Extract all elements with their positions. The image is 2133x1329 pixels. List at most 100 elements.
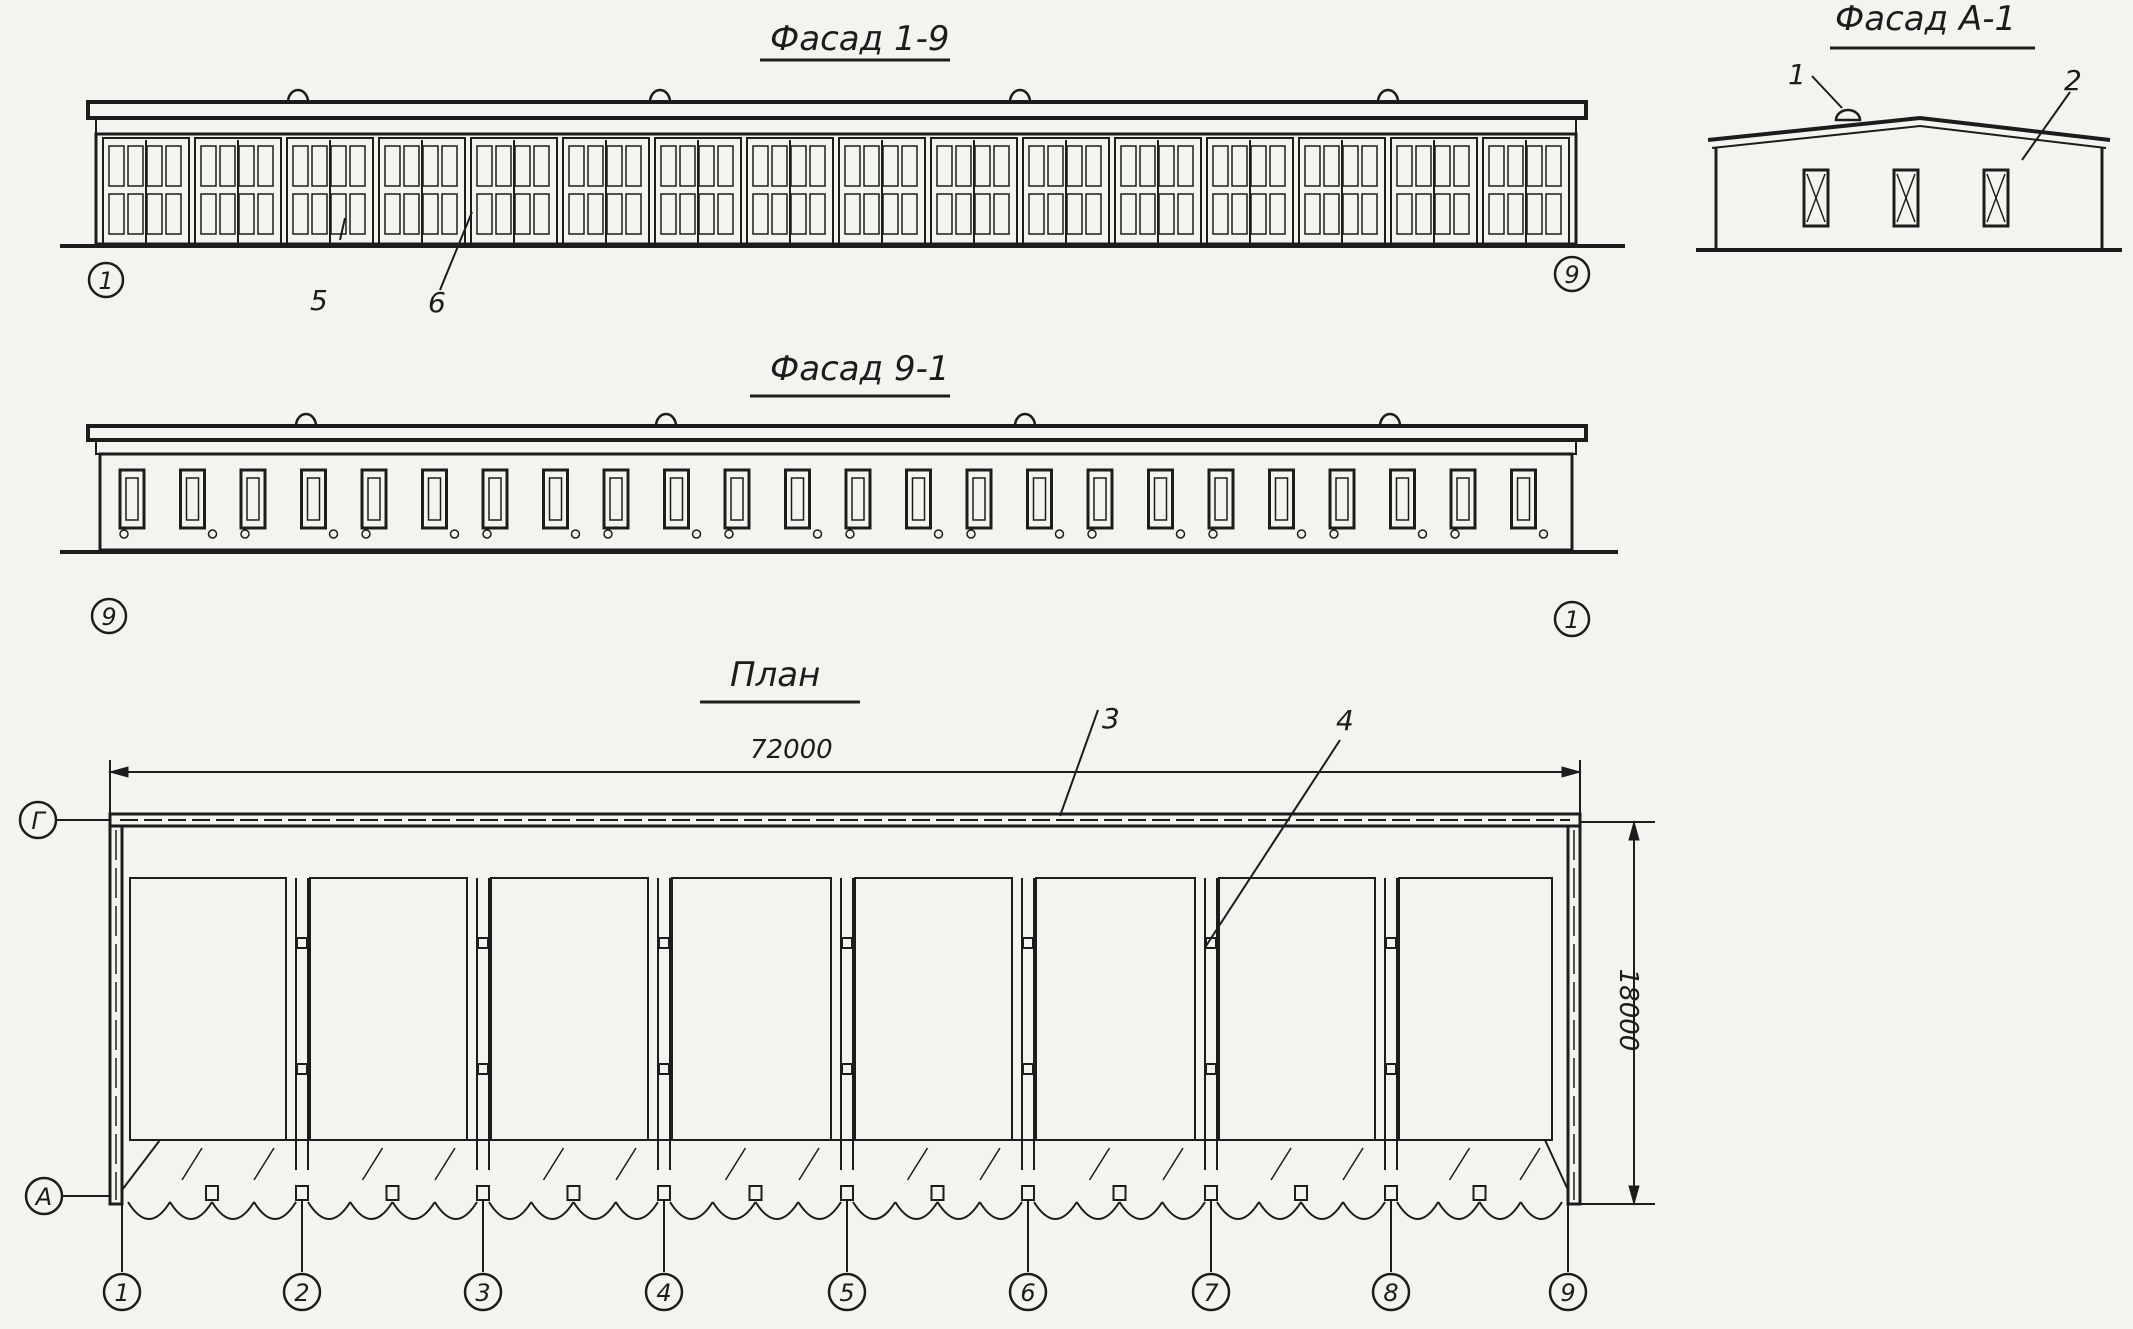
- window-glass: [125, 477, 139, 521]
- window-frame: [1328, 468, 1356, 530]
- gate-leaf-arc: [797, 1201, 842, 1220]
- gate-post: [748, 1185, 763, 1201]
- axis-marker-1: 1: [87, 261, 125, 299]
- facade-9-1-title: Фасад 9-1: [770, 349, 949, 389]
- leader-line: [1205, 739, 1341, 947]
- window: [1268, 468, 1307, 539]
- gate-panel: [1361, 145, 1378, 187]
- window-frame: [844, 468, 872, 530]
- gate-panel: [901, 145, 918, 187]
- callout-5: 5: [310, 284, 328, 317]
- gate-panel: [1342, 145, 1359, 187]
- facade-1-9: Фасад 1-9 1 9 5 6: [60, 19, 1625, 319]
- gate-leaf-arc: [1300, 1201, 1344, 1220]
- roof-ventilators: [294, 412, 1402, 428]
- gate-leaf-arc: [1216, 1201, 1260, 1220]
- gate-post: [1472, 1185, 1487, 1201]
- gate-panel: [606, 145, 623, 187]
- window-glass: [1335, 477, 1349, 521]
- hatch-line: [615, 1147, 637, 1181]
- vent-circle: [724, 529, 734, 539]
- gate-panel: [955, 145, 972, 187]
- column-axis-label: 2: [294, 1279, 309, 1307]
- gate-leaf-arc: [433, 1201, 478, 1220]
- window-frame: [965, 468, 993, 530]
- gate-panel: [1507, 145, 1524, 187]
- garage-gate: [1298, 137, 1386, 245]
- window-glass: [1214, 477, 1228, 521]
- window-frame: [1389, 468, 1416, 530]
- gate-panel: [533, 145, 550, 187]
- window-frame: [723, 468, 751, 530]
- window-glass: [1153, 477, 1168, 521]
- gate-leaf-arc: [307, 1201, 352, 1220]
- vent-circle: [1175, 529, 1186, 539]
- window-glass: [851, 477, 865, 521]
- axis-label: 1: [1564, 606, 1579, 634]
- gate-panel: [1323, 145, 1340, 187]
- gate-panel: [1507, 193, 1524, 235]
- vent-circle: [361, 529, 371, 539]
- axis-marker-9: 9: [90, 597, 128, 635]
- hatch-line: [1519, 1147, 1541, 1181]
- gate-post: [205, 1185, 219, 1201]
- column-post: [296, 937, 308, 949]
- gate-leaf-arc: [391, 1201, 436, 1220]
- axis-circle: [282, 1272, 322, 1312]
- column-axis-label: 7: [1203, 1279, 1219, 1307]
- gate-leaf-arc: [1437, 1201, 1481, 1220]
- gate-leaf-arc: [1478, 1201, 1522, 1220]
- leader-line: [339, 217, 346, 241]
- gate-panel: [936, 193, 953, 235]
- window: [1389, 468, 1428, 539]
- gate-leaf-arc: [127, 1201, 171, 1220]
- gate-panel: [476, 145, 493, 187]
- box-interior: [490, 877, 649, 1141]
- column-post: [1385, 937, 1397, 949]
- facade-1-9-elevation: [60, 88, 1625, 248]
- window: [1510, 468, 1549, 539]
- hatch-line: [1448, 1147, 1471, 1181]
- gate-panel: [1028, 193, 1045, 235]
- column-post: [296, 1063, 308, 1075]
- gate-panel: [384, 193, 401, 235]
- window: [784, 468, 823, 539]
- gate-leaf-arc: [1118, 1201, 1164, 1220]
- window: [300, 468, 339, 539]
- roof-ventilators: [286, 88, 1400, 104]
- gate-panel: [1120, 145, 1137, 187]
- box-interior: [1398, 877, 1553, 1141]
- gate-post: [385, 1185, 400, 1201]
- vent-circle: [328, 529, 339, 539]
- gate-panel: [330, 193, 347, 235]
- gate-panel: [863, 193, 880, 235]
- partition-wall: [1021, 878, 1035, 1201]
- window: [239, 468, 267, 539]
- vent-circle: [845, 529, 855, 539]
- gate-leaf-arc: [349, 1201, 394, 1220]
- gate-panel: [219, 193, 236, 235]
- gate-leaf-arc: [936, 1201, 981, 1220]
- gate-panel: [514, 193, 531, 235]
- gate-leaf-arc: [1033, 1201, 1078, 1220]
- garage-gate: [102, 137, 190, 245]
- gate-leaf-arc: [669, 1201, 714, 1220]
- leader-line: [1059, 709, 1099, 817]
- window-frame: [300, 468, 327, 530]
- hatch-line: [798, 1147, 820, 1181]
- column-axis-label: 9: [1560, 1279, 1575, 1307]
- gate-panel: [200, 193, 217, 235]
- gate-panel: [476, 193, 493, 235]
- gate-panel: [1488, 145, 1505, 187]
- gate-panel: [882, 145, 899, 187]
- hatch-line: [906, 1147, 929, 1181]
- gate-leaf-arc: [1161, 1201, 1206, 1220]
- roof-ventilator: [1376, 88, 1400, 104]
- hatch-line: [1342, 1147, 1364, 1181]
- facade-9-1-elevation: [60, 412, 1618, 554]
- window-frame: [1207, 468, 1235, 530]
- gate-panel: [809, 193, 826, 235]
- gate-panel: [679, 145, 696, 187]
